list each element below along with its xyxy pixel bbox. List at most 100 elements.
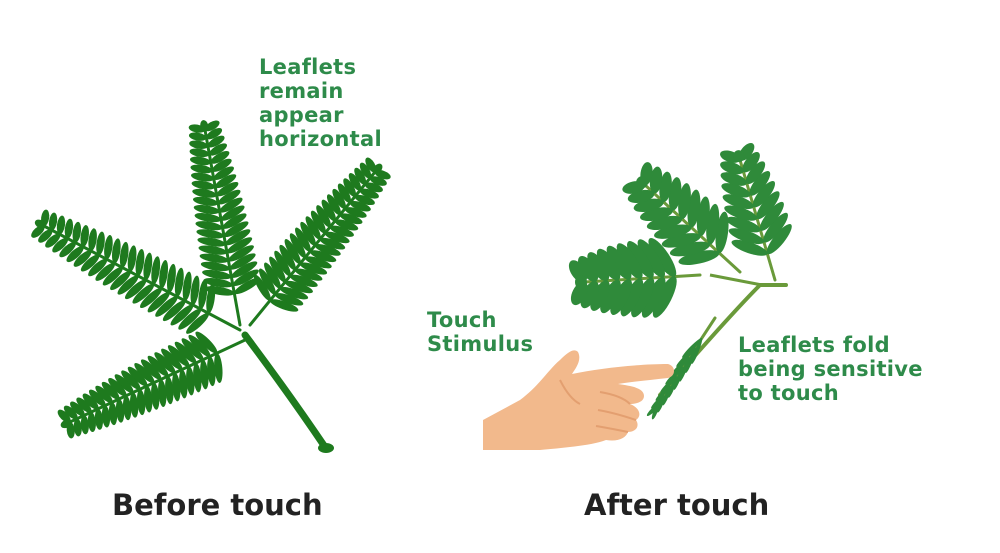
leaflet — [620, 278, 644, 317]
leaflet — [80, 225, 89, 247]
leaflet — [216, 181, 239, 197]
leaflet — [665, 366, 684, 385]
leaflet — [174, 341, 197, 364]
leaflet — [135, 248, 145, 276]
leaflet — [655, 385, 671, 401]
leaflet — [334, 219, 359, 231]
leaflet — [274, 293, 304, 306]
leaflet — [192, 188, 217, 198]
leaflet — [147, 292, 170, 313]
leaflet — [151, 382, 160, 410]
touch-stimulus-label: Touch Stimulus — [427, 308, 533, 356]
leaflet — [343, 178, 357, 197]
leaflet — [110, 271, 131, 291]
leaflet — [207, 135, 225, 148]
leaflet — [654, 224, 692, 239]
leaflet — [64, 218, 74, 239]
leaflet — [652, 403, 660, 414]
leaflet — [289, 274, 318, 288]
leaflet — [174, 267, 184, 297]
leaflet — [652, 276, 677, 318]
note-line: remain — [259, 79, 344, 103]
leaflet — [63, 405, 78, 420]
leaflet — [200, 359, 209, 390]
caption-before-touch: Before touch — [112, 488, 323, 522]
leaflet — [661, 233, 701, 248]
leaflet — [354, 167, 367, 185]
leaflet — [326, 194, 341, 216]
leaflet — [649, 166, 663, 194]
leaflet — [637, 239, 666, 278]
leaflet — [102, 267, 123, 286]
leaflet — [181, 338, 204, 361]
leaflet — [218, 189, 241, 205]
leaflet — [137, 389, 146, 416]
leaflet — [88, 258, 108, 277]
leaflet — [95, 262, 115, 281]
leaflet — [172, 372, 181, 402]
leaflet — [206, 128, 223, 140]
leaflet — [304, 256, 332, 269]
leaflet — [228, 245, 254, 262]
leaflet — [234, 277, 261, 295]
leaflet — [627, 241, 654, 279]
leaflet — [225, 229, 251, 246]
leaflet — [279, 286, 309, 300]
note-line: Touch — [427, 308, 497, 332]
leaflet — [96, 231, 105, 256]
leaflet — [193, 204, 220, 215]
leaflet — [590, 280, 610, 311]
leaflet — [34, 219, 47, 229]
leaflet — [295, 227, 311, 252]
leaflet — [319, 237, 346, 250]
leaflet — [314, 244, 341, 256]
leaflet — [759, 201, 784, 231]
leaflet — [726, 216, 761, 233]
leaflet — [662, 385, 671, 406]
leaflet — [610, 278, 632, 315]
leaflet — [310, 210, 326, 234]
leaflet — [101, 405, 111, 428]
hand-palm — [483, 350, 674, 450]
leaflet — [731, 239, 768, 256]
leaflet — [194, 213, 222, 223]
leaflet — [144, 385, 153, 413]
leaflet — [87, 412, 96, 433]
leaflet — [742, 152, 760, 173]
leaflet — [682, 337, 702, 358]
leaflet — [359, 188, 379, 199]
leaflet — [669, 241, 711, 257]
note-line: to touch — [738, 381, 839, 405]
note-line: Leaflets fold — [738, 333, 890, 357]
leaflet — [209, 143, 227, 156]
leaflet — [756, 191, 780, 220]
leaflet — [111, 238, 121, 264]
leaflet — [289, 233, 306, 258]
leaflet — [195, 331, 218, 354]
leaflet — [575, 275, 588, 290]
leaflet — [140, 287, 162, 309]
leaflet — [600, 279, 621, 314]
leaflet — [192, 196, 219, 206]
leaflet — [364, 182, 383, 193]
leaflet — [197, 237, 226, 247]
leaflet — [606, 245, 632, 280]
leaflet — [679, 357, 690, 382]
leaflet — [151, 256, 161, 285]
leaflet — [616, 243, 643, 279]
leaflet — [659, 171, 672, 203]
leaflet — [212, 158, 232, 172]
leaflet — [766, 223, 792, 255]
rachis — [248, 170, 377, 327]
leaflet — [104, 234, 113, 260]
note-line: appear — [259, 103, 344, 127]
leaflet — [161, 348, 183, 370]
leaflet — [337, 183, 351, 203]
leaflet — [720, 172, 747, 186]
leaflet — [722, 194, 754, 210]
leaflet — [733, 150, 745, 163]
leaflet — [231, 261, 258, 278]
leaflet — [229, 253, 256, 270]
leaflet — [274, 250, 291, 277]
leaflet — [66, 246, 84, 263]
